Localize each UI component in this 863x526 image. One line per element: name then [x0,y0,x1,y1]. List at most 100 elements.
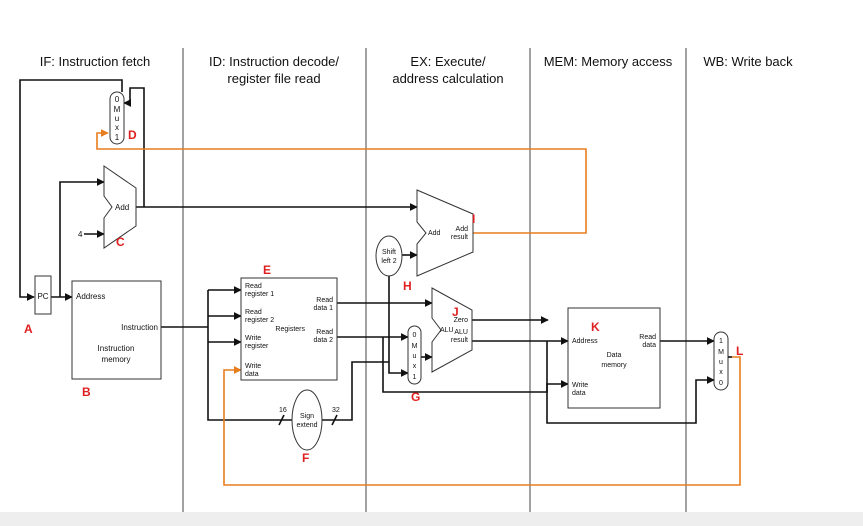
wire-pc-to-adder [59,178,105,297]
wire-alu-result-to-wb-mux [546,341,715,424]
rf-read-reg1-b: register 1 [245,291,274,298]
sign-extend-out-bits: 32 [332,407,340,414]
alu: ALU Zero ALU result [431,287,473,373]
ex-mux-m: M [412,343,418,350]
wire-instruction-bus [207,290,292,421]
if-mux-m: M [114,105,121,114]
ex-mux-u: u [413,353,417,360]
constant-four: 4 [78,230,83,239]
ex-mux-in0: 0 [413,332,417,339]
rf-read-reg2-b: register 2 [245,317,274,324]
wb-mux-m: M [718,349,724,356]
dmem-address-label: Address [572,338,598,345]
register-file: Read register 1 Read register 2 Write re… [240,277,338,381]
tag-e: E [263,263,271,277]
tag-i: I [472,212,475,226]
tag-j: J [452,305,459,319]
sign-extend-out-tick [331,414,338,426]
imem-instruction-label: Instruction [121,323,158,332]
if-mux-x: x [115,123,119,132]
shift-left-2: Shift left 2 [375,235,403,277]
rf-read-data2-a: Read [316,329,333,336]
tag-l: L [736,344,743,358]
rf-write-reg-a: Write [245,335,261,342]
wb-mux-in1: 1 [719,338,723,345]
branch-adder-result-b: result [451,234,468,241]
ex-mux: 0 M u x 1 [407,325,422,385]
tag-a: A [24,322,33,336]
component-tags: A B C D E F G H I J K L [24,128,743,465]
alu-result-a: ALU [454,329,468,336]
shift-line1: Shift [382,249,396,256]
data-memory: Address Data memory Read data Write data [567,307,661,409]
shift-line2: left 2 [381,258,396,265]
branch-adder-label: Add [428,230,441,237]
imem-title-line1: Instruction [98,344,135,353]
feedback-wires [96,129,741,486]
alu-label: ALU [440,327,454,334]
branch-adder-result-a: Add [456,226,469,233]
wire-branch-target-to-if-mux [96,129,587,234]
wire-mux-to-pc [19,79,123,301]
wire-sign-extend-out [322,361,389,421]
stage-title-ex-line1: EX: Execute/ [410,54,486,69]
if-mux-u: u [115,114,119,123]
dmem-read-b: data [642,342,656,349]
imem-title-line2: memory [102,355,131,364]
if-adder-label: Add [115,203,129,212]
datapath-wires [19,79,715,424]
stage-title-mem: MEM: Memory access [544,54,673,69]
rf-write-data-a: Write [245,363,261,370]
wb-mux-u: u [719,359,723,366]
wb-mux: 1 M u x 0 [713,331,729,391]
dmem-write-a: Write [572,382,588,389]
wire-imm-to-ex-mux [388,275,409,377]
tag-k: K [591,320,600,334]
wire-writeback-to-write-data [223,356,741,486]
stage-title-id-line2: register file read [227,71,320,86]
stage-title-ex-line2: address calculation [392,71,503,86]
if-adder: Add [103,165,137,249]
sign-extend-line2: extend [296,422,317,429]
tag-b: B [82,385,91,399]
rf-read-reg2-a: Read [245,309,262,316]
stage-dividers [182,48,687,526]
stage-titles: IF: Instruction fetch ID: Instruction de… [40,54,793,86]
imem-address-label: Address [76,292,105,301]
dmem-read-a: Read [639,334,656,341]
tag-g: G [411,390,420,404]
if-mux-in1: 1 [115,133,120,142]
dmem-title-line2: memory [601,362,627,369]
sign-extend-line1: Sign [300,413,314,420]
sign-extend: Sign extend 16 32 [278,389,340,451]
stage-title-wb: WB: Write back [703,54,793,69]
wire-pcplus4-to-mux [123,87,145,207]
if-mux: 0 M u x 1 [109,91,125,145]
rf-read-reg1-a: Read [245,283,262,290]
tag-c: C [116,235,125,249]
ex-mux-x: x [413,363,417,370]
alu-zero-label: Zero [454,317,469,324]
dmem-title-line1: Data [607,352,622,359]
wb-mux-in0: 0 [719,380,723,387]
branch-adder: Add Add result [416,189,474,277]
rf-write-reg-b: register [245,343,269,350]
sign-extend-in-tick [278,414,285,426]
tag-f: F [302,451,309,465]
instruction-memory: Address Instruction Instruction memory [71,280,162,380]
tag-d: D [128,128,137,142]
rf-read-data1-a: Read [316,297,333,304]
rf-title: Registers [275,326,305,333]
dmem-write-b: data [572,390,586,397]
tag-h: H [403,279,412,293]
wb-mux-x: x [719,369,723,376]
stage-title-id-line1: ID: Instruction decode/ [209,54,339,69]
rf-read-data2-b: data 2 [314,337,334,344]
bottom-bar [0,512,863,526]
if-mux-in0: 0 [115,95,120,104]
rf-write-data-b: data [245,371,259,378]
pc-label: PC [37,292,48,301]
alu-result-b: result [451,337,468,344]
ex-mux-in1: 1 [413,374,417,381]
